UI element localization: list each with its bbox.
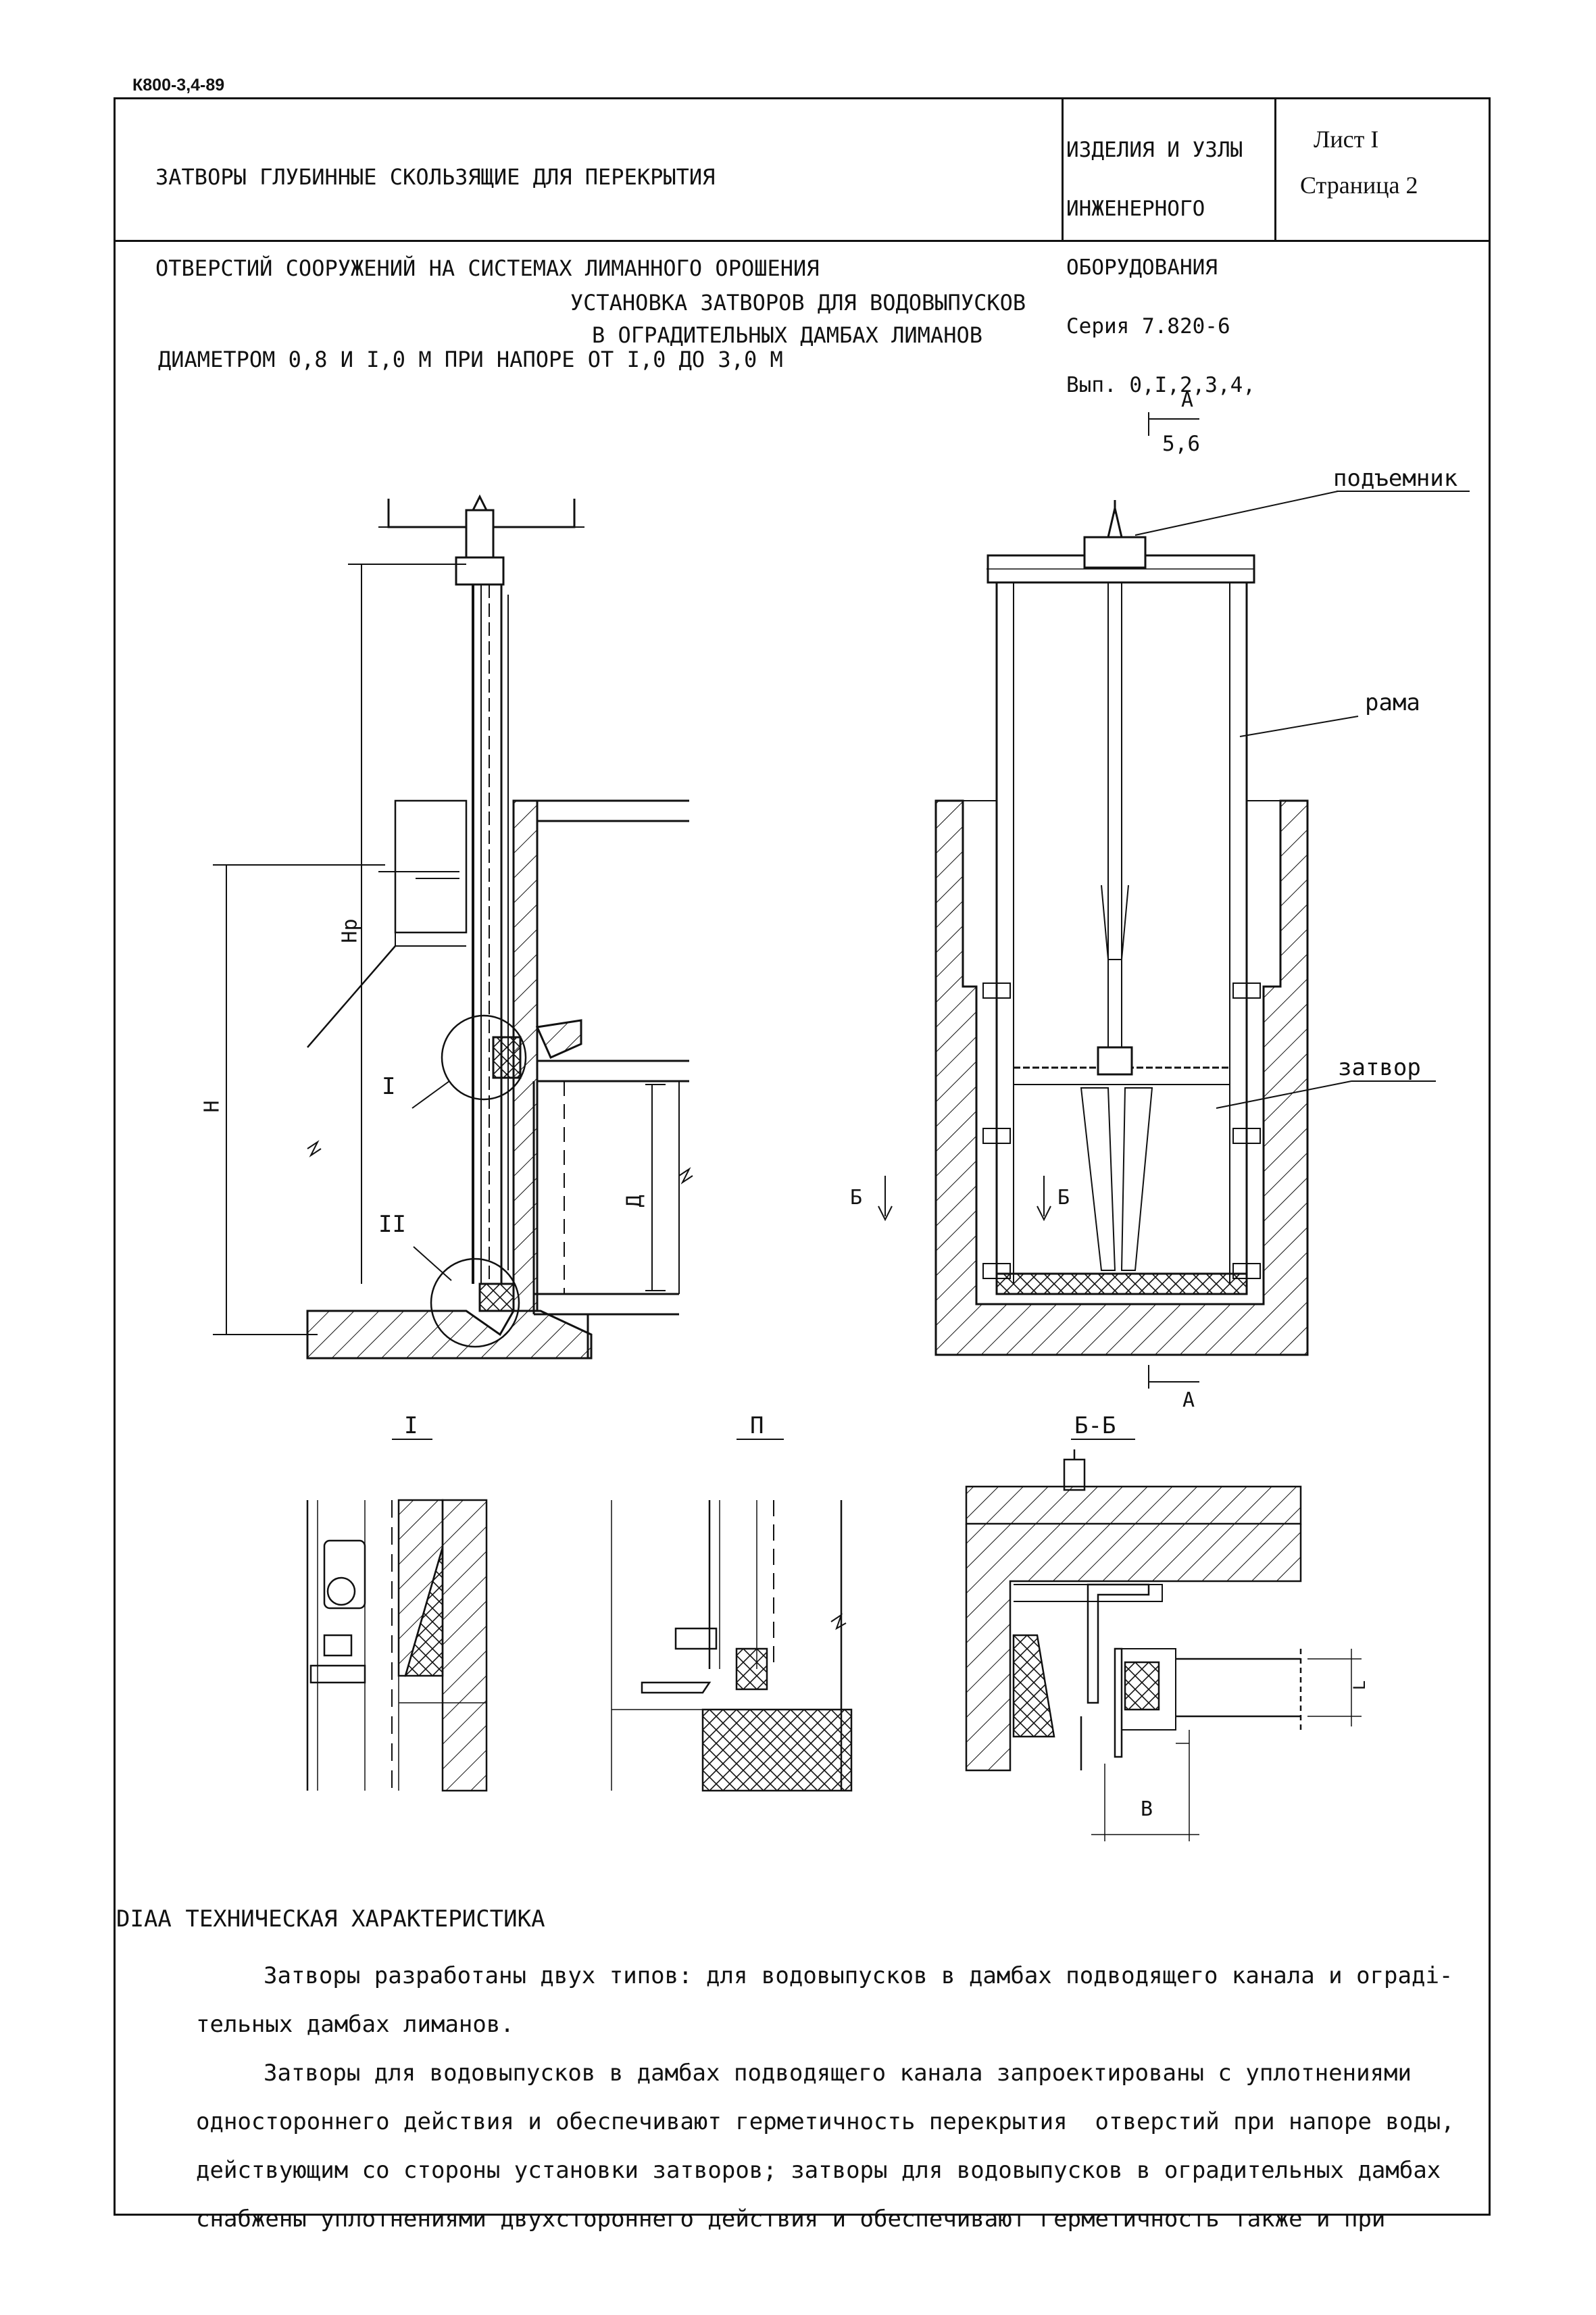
header-divider bbox=[116, 240, 1489, 242]
tech-line-3: Затворы для водовыпусков в дамбах подвод… bbox=[264, 2060, 1412, 2087]
header-separator-2 bbox=[1274, 99, 1276, 240]
dimension-d: Д bbox=[622, 1195, 647, 1208]
section-mark-a-bottom: А bbox=[1182, 1389, 1195, 1412]
label-frame: рама bbox=[1365, 689, 1420, 716]
detail-2 bbox=[611, 1439, 853, 1792]
dimension-h: H bbox=[200, 1100, 224, 1113]
section-mark-b-right: Б bbox=[1057, 1186, 1070, 1210]
drawing-title-2: В ОГРАДИТЕЛЬНЫХ ДАМБАХ ЛИМАНОВ bbox=[592, 322, 982, 348]
series-line-3: ОБОРУДОВАНИЯ bbox=[1066, 255, 1218, 280]
series-line-2: ИНЖЕНЕРНОГО bbox=[1066, 197, 1205, 221]
front-view bbox=[878, 412, 1470, 1389]
series-line-4: Серия 7.820-6 bbox=[1066, 314, 1230, 339]
series-line-1: ИЗДЕЛИЯ И УЗЛЫ bbox=[1066, 138, 1243, 162]
series-line-6: 5,6 bbox=[1162, 432, 1200, 456]
page-number: Страница 2 bbox=[1300, 172, 1418, 199]
title-line-2: ОТВЕРСТИЙ СООРУЖЕНИЙ НА СИСТЕМАХ ЛИМАННО… bbox=[155, 255, 820, 281]
document-code: К800-3,4-89 bbox=[132, 76, 225, 95]
section-mark-b-left: Б bbox=[850, 1186, 863, 1210]
title-line-3: ДИАМЕТРОМ 0,8 И I,0 М ПРИ НАПОРЕ ОТ I,0 … bbox=[158, 347, 783, 372]
series-block: ИЗДЕЛИЯ И УЗЛЫ ИНЖЕНЕРНОГО ОБОРУДОВАНИЯ … bbox=[1066, 101, 1255, 474]
tech-line-1: Затворы разработаны двух типов: для водо… bbox=[264, 1962, 1453, 1989]
node-label-2: II bbox=[378, 1211, 406, 1238]
drawing-title-1: УСТАНОВКА ЗАТВОРОВ ДЛЯ ВОДОВЫПУСКОВ bbox=[570, 290, 1026, 316]
node-label-1: I bbox=[382, 1073, 396, 1100]
dimension-hp: Hр bbox=[338, 918, 362, 943]
detail-title-1: I bbox=[404, 1412, 418, 1439]
title-block: ЗАТВОРЫ ГЛУБИННЫЕ СКОЛЬЗЯЩИЕ ДЛЯ ПЕРЕКРЫ… bbox=[155, 101, 820, 405]
tech-heading: DIAA ТЕХНИЧЕСКАЯ ХАРАКТЕРИСТИКА bbox=[116, 1906, 545, 1933]
series-line-5: Вып. 0,I,2,3,4, bbox=[1066, 373, 1255, 397]
sheet-block: Лист I Страница 2 bbox=[1300, 116, 1418, 208]
side-section-view bbox=[213, 494, 693, 1360]
dimension-l: L bbox=[1350, 1680, 1370, 1691]
tech-line-6: снабжены уплотнениями двухстороннего дей… bbox=[196, 2206, 1386, 2233]
detail-title-2: П bbox=[750, 1412, 764, 1439]
dimension-b: В bbox=[1141, 1797, 1153, 1821]
label-lifter: подъемник bbox=[1333, 465, 1458, 492]
header-separator-1 bbox=[1062, 99, 1064, 240]
tech-line-4: одностороннего действия и обеспечивают г… bbox=[196, 2108, 1455, 2135]
tech-line-2: тельных дамбах лиманов. bbox=[196, 2011, 514, 2038]
title-line-1: ЗАТВОРЫ ГЛУБИННЫЕ СКОЛЬЗЯЩИЕ ДЛЯ ПЕРЕКРЫ… bbox=[155, 164, 716, 190]
sheet-number: Лист I bbox=[1314, 126, 1379, 153]
detail-1 bbox=[306, 1439, 488, 1792]
label-gate: затвор bbox=[1338, 1054, 1421, 1081]
tech-line-5: действующим со стороны установки затворо… bbox=[196, 2157, 1441, 2184]
detail-title-b-b: Б-Б bbox=[1074, 1412, 1116, 1439]
drawing-frame bbox=[114, 97, 1491, 2216]
detail-section-b-b bbox=[965, 1439, 1362, 1841]
section-mark-a-top: А bbox=[1181, 389, 1194, 412]
